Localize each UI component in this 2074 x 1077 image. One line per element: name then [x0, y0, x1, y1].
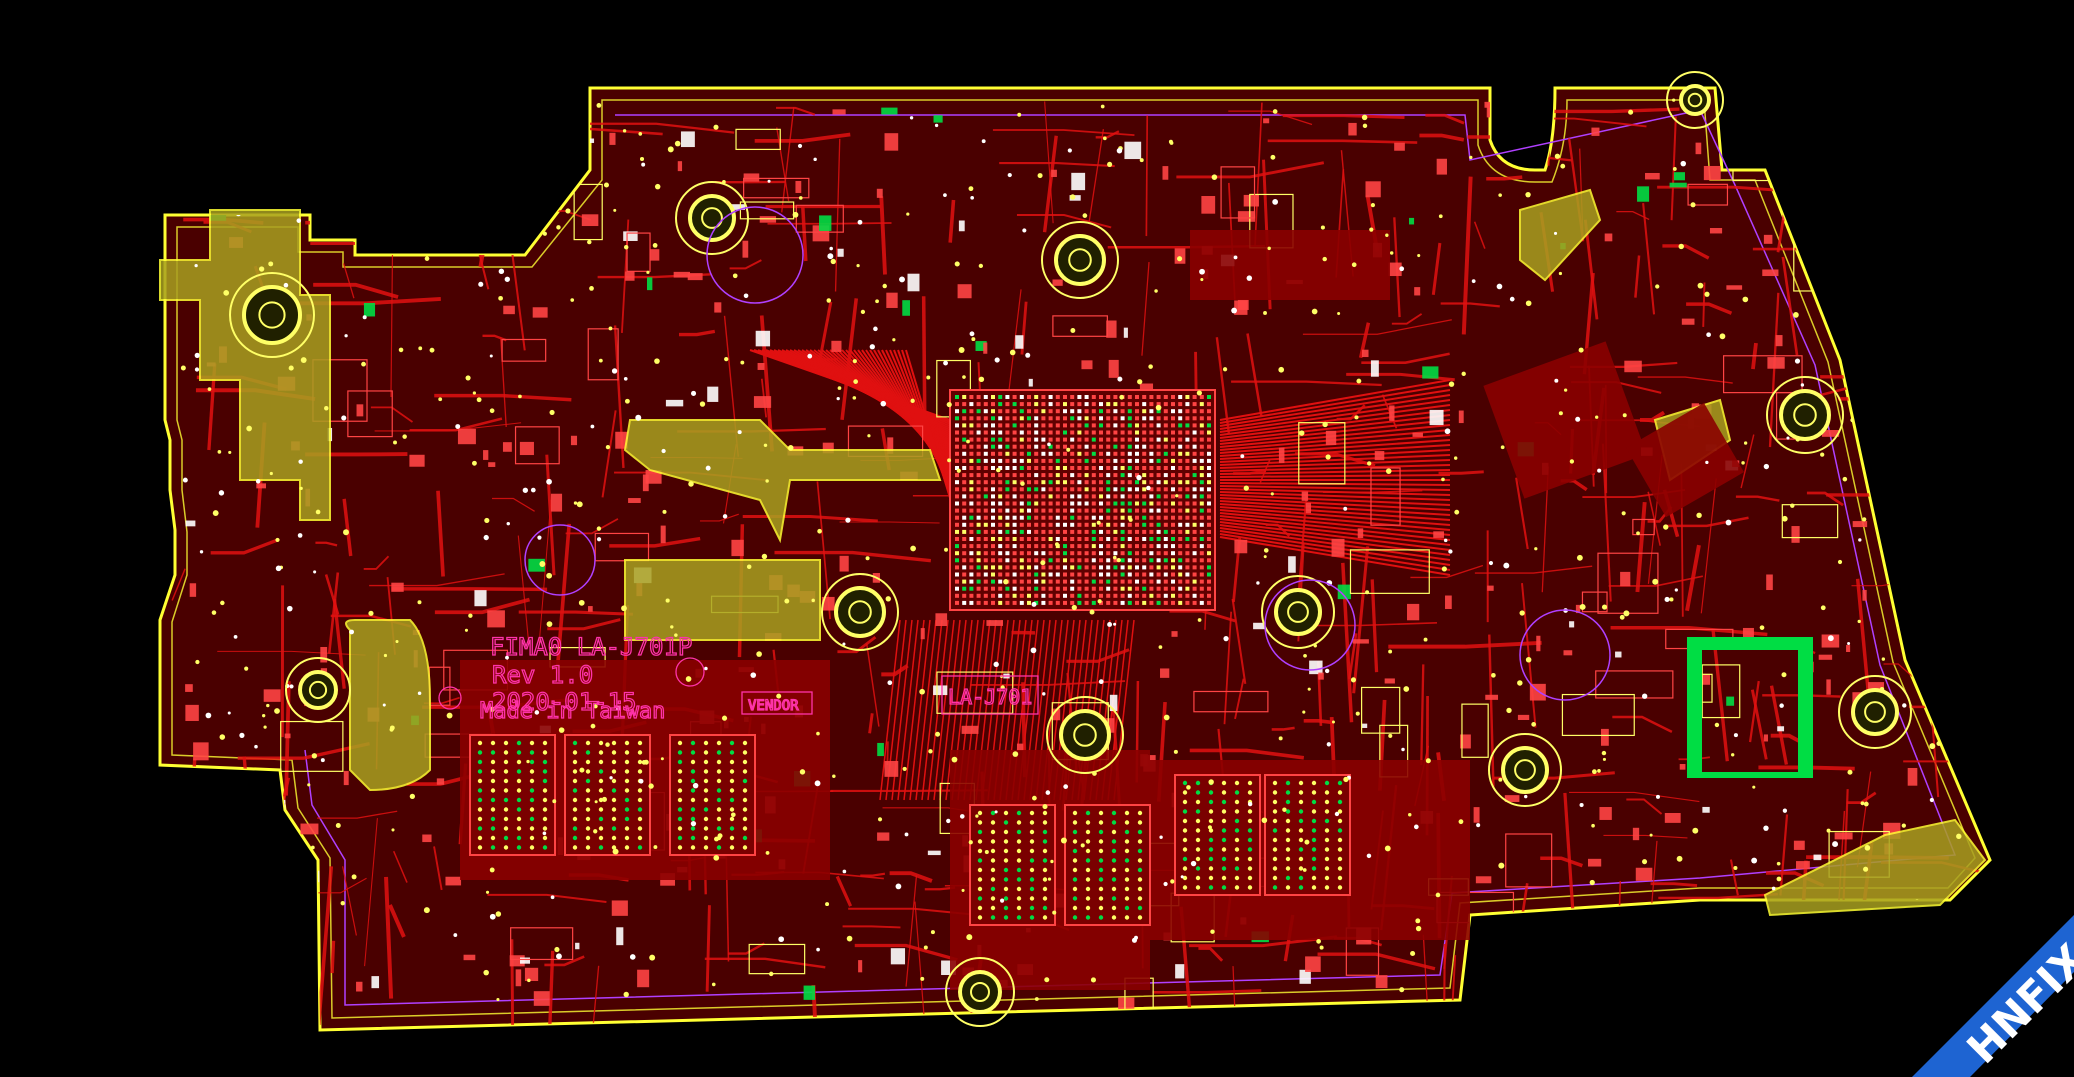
- mounting-holes: [229, 71, 1912, 1027]
- silk-revision: Rev 1.0: [492, 661, 593, 689]
- memory-chip-array: [469, 734, 1351, 926]
- via-field: [179, 98, 1962, 1002]
- yellow-connector-left: [159, 188, 1987, 917]
- silk-board-code: LA-J701: [948, 685, 1032, 709]
- silk-date: 2020-01-15: [492, 688, 637, 716]
- silkscreen-labels: FIMA0 LA-J701P Rev 1.0 2020-01-15 Made i…: [438, 632, 1039, 725]
- cpu-bga-grid: [949, 389, 1216, 611]
- silk-board-name: FIMA0 LA-J701P: [490, 633, 692, 661]
- silk-origin: Made in Taiwan: [480, 699, 665, 724]
- gnd-connector-right: [1687, 637, 1813, 778]
- silk-vendor: VENDOR: [748, 698, 799, 714]
